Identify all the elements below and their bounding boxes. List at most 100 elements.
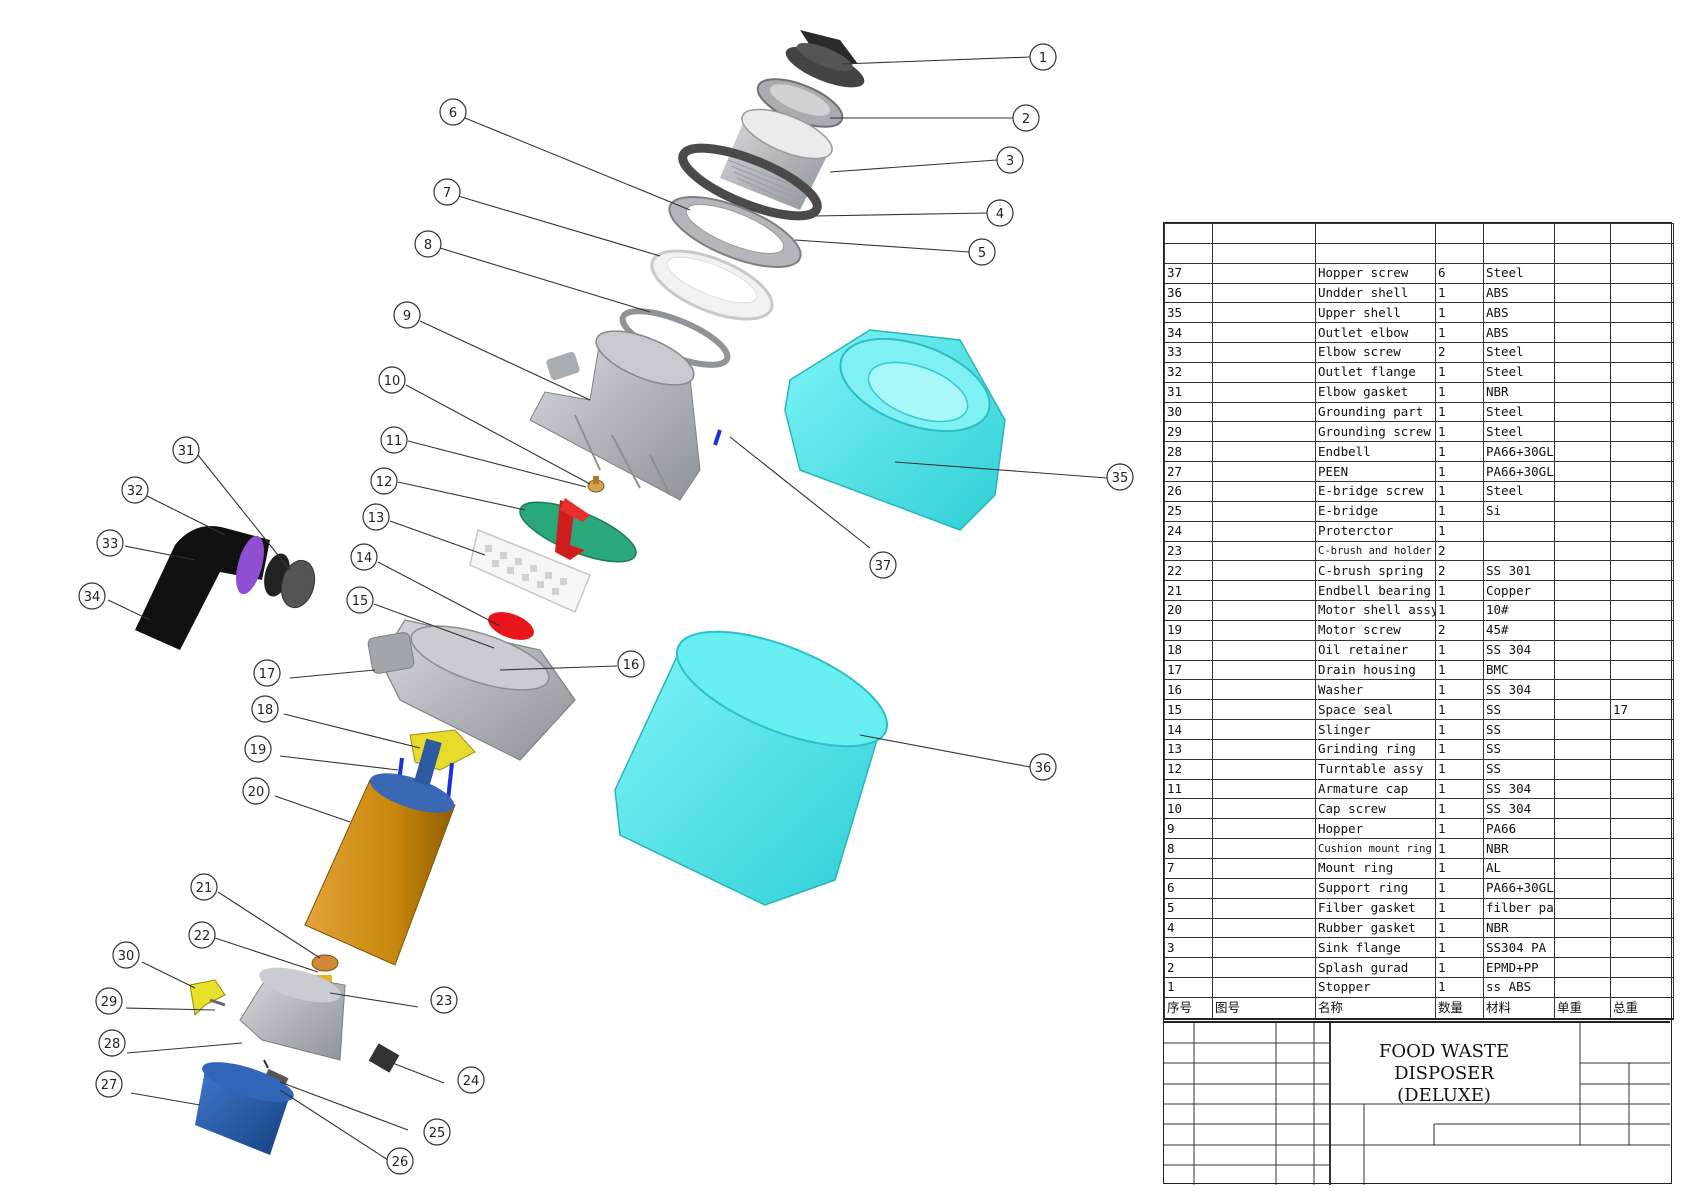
bom-cell-no: 13 — [1164, 738, 1213, 760]
svg-text:25: 25 — [429, 1126, 446, 1141]
svg-text:37: 37 — [875, 559, 892, 574]
bom-cell-material: SS 304 — [1483, 778, 1555, 800]
bom-cell-drawing — [1212, 540, 1316, 562]
bom-header-drawing: 图号 — [1212, 996, 1316, 1020]
bom-cell-qty: 1 — [1435, 302, 1484, 324]
bom-cell-qty: 1 — [1435, 322, 1484, 344]
bom-cell-total-weight — [1610, 381, 1674, 403]
bom-cell-qty: 1 — [1435, 381, 1484, 403]
bom-cell-unit-weight — [1554, 580, 1611, 602]
bom-blank-row — [1164, 242, 1674, 264]
svg-text:30: 30 — [118, 949, 135, 964]
svg-text:35: 35 — [1112, 471, 1129, 486]
bom-cell-drawing — [1212, 798, 1316, 820]
svg-text:18: 18 — [257, 703, 274, 718]
bom-cell-total-weight — [1610, 937, 1674, 959]
svg-text:26: 26 — [392, 1155, 409, 1170]
bom-cell-total-weight — [1610, 778, 1674, 800]
svg-text:4: 4 — [996, 207, 1004, 222]
bom-cell-name: Outlet elbow — [1315, 322, 1436, 344]
svg-text:24: 24 — [463, 1074, 480, 1089]
bom-cell-name: Hopper — [1315, 818, 1436, 840]
bom-cell-name: Cap screw — [1315, 798, 1436, 820]
bom-cell-unit-weight — [1554, 401, 1611, 423]
bom-cell-name: C-brush and holder — [1315, 540, 1436, 562]
bom-cell-total-weight — [1610, 262, 1674, 284]
bom-cell-material — [1483, 520, 1555, 542]
bom-cell-unit-weight — [1554, 540, 1611, 562]
svg-text:12: 12 — [376, 475, 393, 490]
bom-cell-name: Cushion mount ring — [1315, 838, 1436, 859]
bom-cell-material: NBR — [1483, 381, 1555, 403]
part-under-shell — [614, 630, 889, 906]
svg-text:16: 16 — [623, 658, 640, 673]
bom-cell-total-weight — [1610, 520, 1674, 542]
bom-cell-unit-weight — [1554, 818, 1611, 840]
bom-cell-qty: 1 — [1435, 480, 1484, 502]
callout-18: 18 — [251, 695, 279, 723]
bom-cell-name: Grounding part — [1315, 401, 1436, 423]
bom-cell-unit-weight — [1554, 461, 1611, 482]
bom-cell-material: ABS — [1483, 322, 1555, 344]
bom-cell-name: Motor screw — [1315, 619, 1436, 641]
bom-cell-drawing — [1212, 520, 1316, 542]
bom-cell-no: 37 — [1164, 262, 1213, 284]
bom-cell-name: Grinding ring — [1315, 738, 1436, 760]
callout-26: 26 — [386, 1147, 414, 1175]
bom-cell-drawing — [1212, 937, 1316, 959]
svg-text:2: 2 — [1022, 112, 1030, 127]
bom-cell-no: 18 — [1164, 639, 1213, 661]
bom-cell-drawing — [1212, 619, 1316, 641]
bom-header-qty: 数量 — [1435, 996, 1484, 1020]
bom-cell-unit-weight — [1554, 619, 1611, 641]
bom-cell-drawing — [1212, 461, 1316, 482]
svg-text:33: 33 — [102, 537, 119, 552]
bom-cell-total-weight — [1610, 282, 1674, 304]
bom-cell-drawing — [1212, 957, 1316, 979]
bom-cell-total-weight — [1610, 977, 1674, 998]
callout-16: 16 — [617, 650, 645, 678]
bom-cell-material: ABS — [1483, 282, 1555, 304]
bom-cell-no: 31 — [1164, 381, 1213, 403]
bom-cell-name: Elbow gasket — [1315, 381, 1436, 403]
callout-36: 36 — [1029, 753, 1057, 781]
svg-text:20: 20 — [248, 785, 265, 800]
bom-cell-qty: 2 — [1435, 342, 1484, 363]
bom-cell-material: SS304 PA — [1483, 937, 1555, 959]
bom-cell-total-weight — [1610, 580, 1674, 602]
bom-blank-row — [1164, 223, 1674, 244]
part-hopper — [529, 330, 701, 501]
bom-header-total-weight: 总重 — [1610, 996, 1674, 1020]
bom-cell-no: 20 — [1164, 600, 1213, 621]
bom-cell-name: Upper shell — [1315, 302, 1436, 324]
bom-cell-unit-weight — [1554, 758, 1611, 780]
svg-text:15: 15 — [352, 594, 369, 609]
bom-cell-drawing — [1212, 480, 1316, 502]
bom-cell-no: 6 — [1164, 877, 1213, 899]
bom-cell-unit-weight — [1554, 838, 1611, 859]
bom-cell-qty: 1 — [1435, 421, 1484, 443]
bom-cell-unit-weight — [1554, 937, 1611, 959]
bom-cell-name: Mount ring — [1315, 858, 1436, 879]
bom-cell-no: 24 — [1164, 520, 1213, 542]
bom-cell-total-weight — [1610, 798, 1674, 820]
drawing-title-main: FOOD WASTE DISPOSER — [1378, 1041, 1510, 1084]
bom-cell-material: SS — [1483, 738, 1555, 760]
bom-cell-qty: 1 — [1435, 639, 1484, 661]
part-stopper — [785, 30, 865, 88]
bom-cell-material: Steel — [1483, 262, 1555, 284]
callout-4: 4 — [986, 199, 1014, 227]
callout-8: 8 — [414, 230, 442, 258]
svg-text:14: 14 — [356, 551, 373, 566]
bom-cell-unit-weight — [1554, 858, 1611, 879]
bom-cell-unit-weight — [1554, 639, 1611, 661]
